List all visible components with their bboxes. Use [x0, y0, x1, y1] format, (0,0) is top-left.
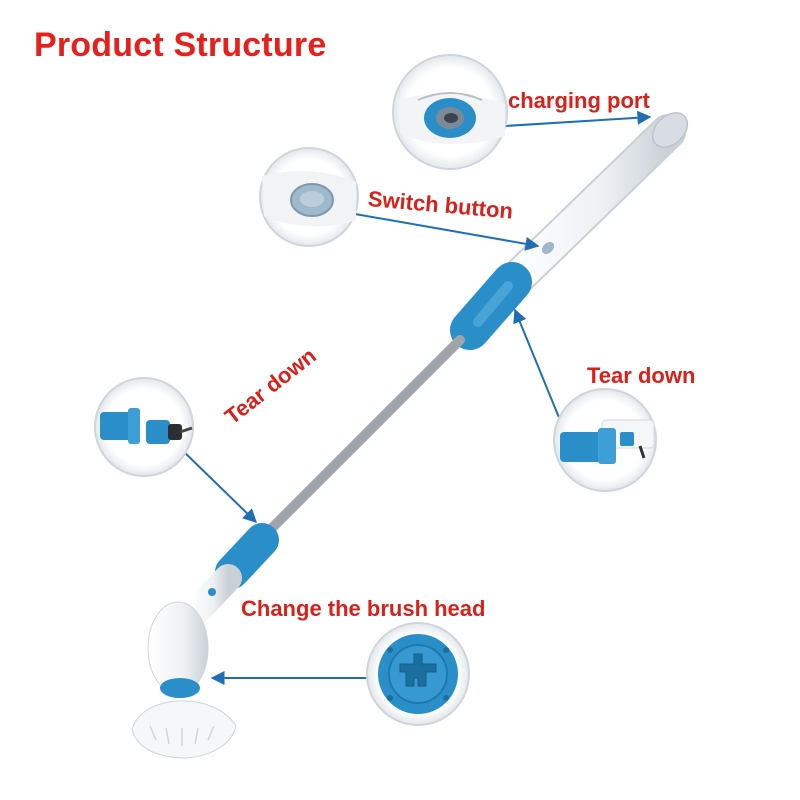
- page-title: Product Structure: [34, 26, 327, 64]
- brush-pad: [131, 700, 237, 759]
- detail-switch-button: [259, 147, 359, 247]
- upper-handle: [489, 116, 684, 306]
- callout-arrows: [179, 110, 652, 685]
- detail-tear-down-left: [94, 377, 194, 477]
- neck-button: [208, 588, 216, 596]
- handle-end-cap: [651, 112, 689, 148]
- arrow-tear-down-left: [179, 447, 258, 523]
- product-body: [131, 112, 689, 759]
- detail-brush-head: [366, 622, 470, 726]
- detail-tear-down-right: [553, 388, 657, 492]
- arrow-switch-button: [354, 213, 540, 251]
- brush-head-blue-ring: [160, 678, 200, 698]
- telescopic-rod: [257, 335, 465, 543]
- arrow-charging-port: [504, 110, 652, 127]
- lower-blue-collar: [215, 523, 279, 589]
- label-change-brush-head: Change the brush head: [241, 596, 486, 621]
- label-tear-down-right: Tear down: [587, 363, 696, 388]
- label-charging-port: charging port: [508, 88, 650, 113]
- switch-button-on-handle: [541, 241, 555, 255]
- arrow-tear-down-right: [513, 308, 561, 421]
- detail-charging-port: [392, 54, 508, 170]
